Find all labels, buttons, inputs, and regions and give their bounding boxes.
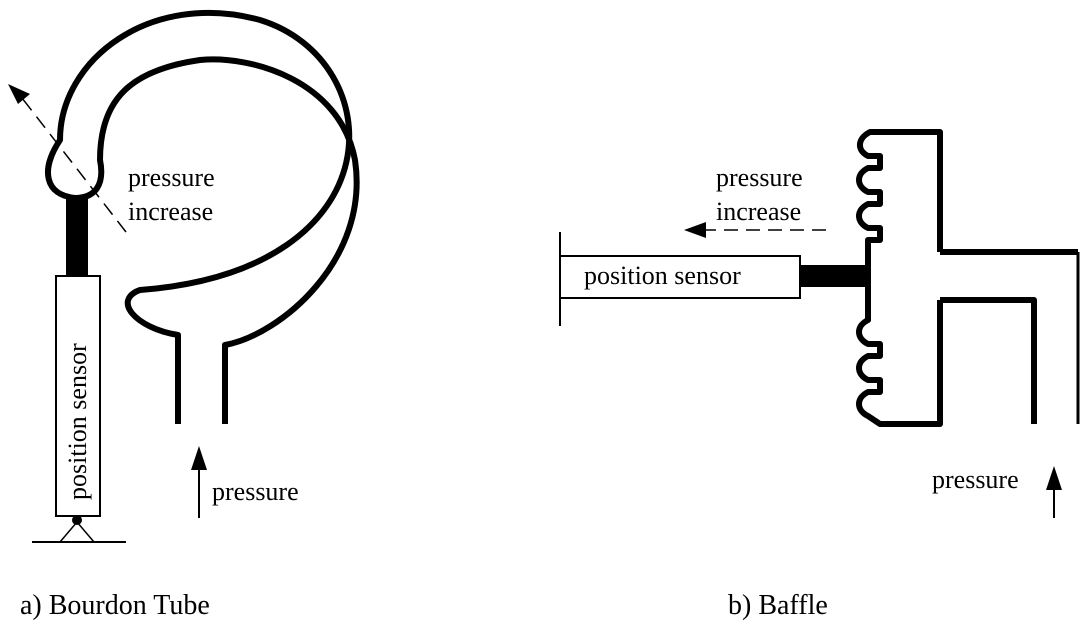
bourdon-pressure-increase-line1: pressure [128,163,215,192]
baffle-motion-arrowhead [684,222,706,238]
bourdon-tube-figure: position sensor pressure increase pressu… [8,9,360,621]
baffle-bellows-wall [856,129,943,427]
baffle-pressure-label: pressure [932,465,1019,494]
baffle-position-sensor-box [559,255,801,299]
baffle-caption: b) Baffle [728,590,828,621]
bourdon-pressure-increase-line2: increase [128,197,213,226]
bourdon-caption: a) Bourdon Tube [20,590,210,621]
bourdon-pressure-arrowhead [191,446,207,470]
baffle-connecting-rod [800,265,870,287]
baffle-pressure-increase-line1: pressure [716,163,803,192]
bourdon-motion-dashed-line [21,97,127,233]
bourdon-connecting-rod [66,196,88,276]
baffle-pipe-inner-wall [940,297,1037,424]
bourdon-pivot-mount [59,520,95,543]
baffle-position-sensor-label: position sensor [584,261,741,290]
bourdon-tube-outer-wall [45,9,353,424]
bourdon-pressure-label: pressure [212,477,299,506]
bourdon-tube-inner-wall [74,56,360,424]
bourdon-motion-arrowhead [8,84,30,104]
bourdon-pivot-point [72,515,82,525]
baffle-pressure-increase-line2: increase [716,197,801,226]
bourdon-position-sensor-label: position sensor [63,343,92,500]
baffle-pressure-arrowhead [1046,466,1062,490]
baffle-figure: position sensor pressure increase pressu… [559,129,1080,621]
